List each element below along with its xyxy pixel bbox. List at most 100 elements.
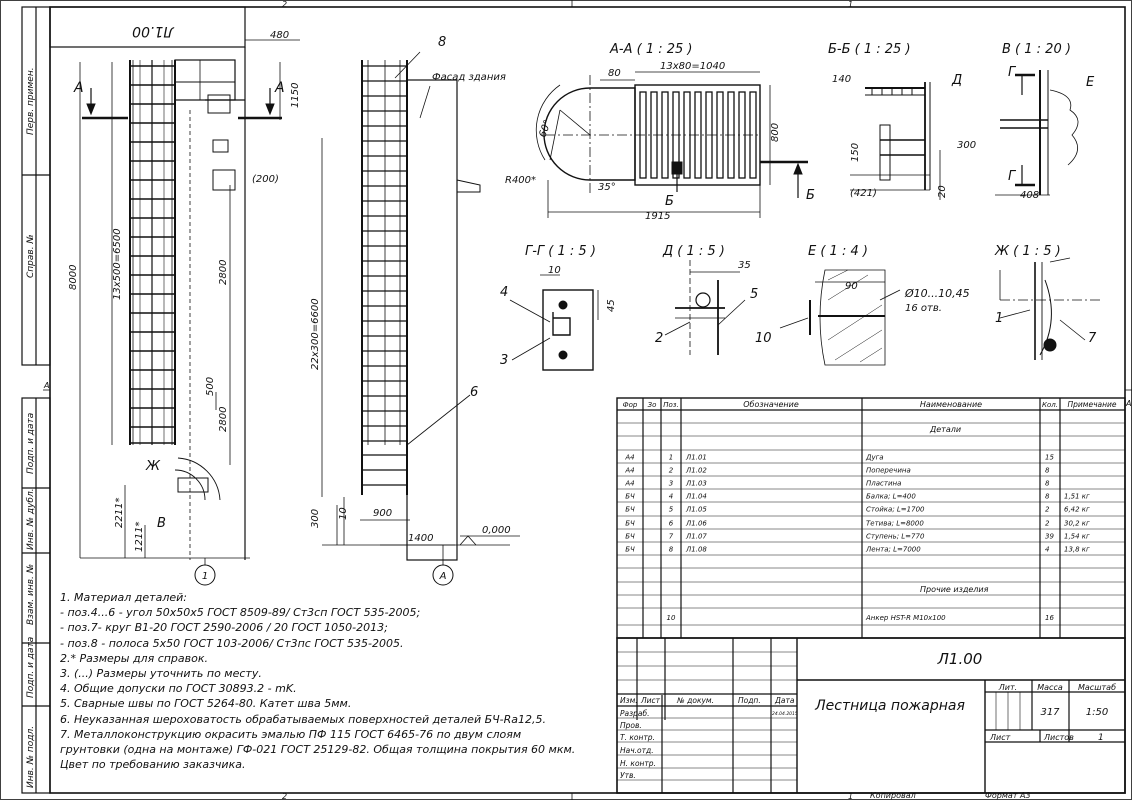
spec-header-designation: Обозначение <box>743 400 799 409</box>
title-col-list: Лист <box>640 696 661 705</box>
section-aa <box>535 71 808 218</box>
section-a-left-label: А <box>73 80 84 96</box>
dim-16-holes: 16 отв. <box>905 303 942 314</box>
dim-13x80: 13х80=1040 <box>660 61 725 72</box>
spec-cell-note: 13,8 кг <box>1064 546 1090 554</box>
technical-notes: 1. Материал деталей: - поз.4...6 - угол … <box>60 590 620 772</box>
zone-mark-bottom-right: 1 <box>848 792 853 800</box>
title-sheet-label: Лист <box>989 733 1011 742</box>
dim-2211: 2211* <box>114 498 125 528</box>
section-a-right-label: А <box>274 80 285 96</box>
pos-3-label: 3 <box>500 353 508 368</box>
spec-cell-format: А4 <box>624 454 634 462</box>
mirror-designation-box <box>49 6 246 48</box>
view-gg-title: Г-Г ( 1 : 5 ) <box>525 244 596 259</box>
spec-cell-pos: 6 <box>669 520 674 528</box>
dim-r400: R400* <box>505 175 536 186</box>
mirror-designation: Л1.00 <box>132 23 175 39</box>
note-line: 6. Неуказанная шероховатость обрабатывае… <box>60 712 547 726</box>
title-row-checked: Пров. <box>620 721 642 730</box>
dim-1150: 1150 <box>290 83 301 108</box>
section-b-label-2: Б <box>806 188 815 203</box>
format-label: Формат А3 <box>985 791 1031 800</box>
dim-80: 80 <box>608 68 621 79</box>
dim-1211: 1211* <box>134 522 145 552</box>
title-row-developed: Разраб. <box>620 709 649 718</box>
title-col-date: Дата <box>774 696 795 705</box>
spec-cell-qty: 15 <box>1045 454 1054 462</box>
pos-1-label: 1 <box>995 311 1003 326</box>
dim-421: (421) <box>850 188 877 199</box>
side-label-repl-inv: Взам. инв. № <box>26 564 36 625</box>
dim-2800-top: 2800 <box>218 260 229 285</box>
dim-20: 20 <box>937 185 948 198</box>
dim-phi: Ø10...10,45 <box>904 287 970 300</box>
title-sheets-label: Листов <box>1043 733 1074 742</box>
view-d-title: Д ( 1 : 5 ) <box>662 244 725 259</box>
spec-cell-designation: Л1.06 <box>685 520 707 528</box>
note-line: 4. Общие допуски по ГОСТ 30893.2 - mK. <box>60 682 297 696</box>
side-label-dup-inv: Инв. № дубл. <box>26 488 36 550</box>
side-label-ref-no: Справ. № <box>26 234 36 278</box>
spec-cell-name: Стойка; L=1700 <box>866 506 925 514</box>
facade-label: Фасад здания <box>432 72 506 83</box>
title-col-docnum: № докум. <box>676 696 714 705</box>
title-scale-label: Масштаб <box>1078 683 1116 692</box>
spec-cell-qty: 2 <box>1045 506 1050 514</box>
spec-header-qty: Кол. <box>1042 401 1058 409</box>
spec-cell-qty: 4 <box>1045 546 1049 554</box>
dim-300: 300 <box>310 509 321 528</box>
dim-408: 408 <box>1020 190 1039 201</box>
spec-header-note: Примечание <box>1068 400 1117 409</box>
spec-cell-designation: Л1.07 <box>685 533 707 541</box>
title-lit-label: Лит. <box>998 683 1017 692</box>
view-v <box>995 70 1079 196</box>
spec-cell-qty: 8 <box>1045 467 1050 475</box>
spec-cell-note: 30,2 кг <box>1064 520 1090 528</box>
spec-cell-designation: Л1.08 <box>685 546 707 554</box>
zone-mark-top-left: 2 <box>282 0 287 9</box>
spec-cell-note: 1,51 кг <box>1064 493 1090 501</box>
spec-cell-designation: Л1.01 <box>685 454 707 462</box>
dim-8000: 8000 <box>68 265 79 290</box>
spec-header-zone: Зо <box>648 401 657 409</box>
pos-5-label: 5 <box>750 287 758 302</box>
pos-10-label: 10 <box>755 331 772 346</box>
dim-10-gg: 10 <box>548 265 561 276</box>
title-date-value: 24.04.2015 <box>772 711 798 717</box>
spec-cell-pos: 3 <box>669 480 673 488</box>
section-g-label-bottom: Г <box>1008 169 1017 184</box>
pos-8-label: 8 <box>438 35 446 50</box>
dim-1400: 1400 <box>408 533 433 544</box>
spec-cell-pos: 4 <box>669 493 673 501</box>
section-bb <box>850 82 941 200</box>
level-0: 0,000 <box>482 525 511 536</box>
side-label-orig-inv: Инв. № подл. <box>26 726 36 788</box>
dim-35-d: 35 <box>738 260 751 271</box>
spec-header-name: Наименование <box>920 400 982 409</box>
dim-200: (200) <box>252 174 279 185</box>
pos-7-label: 7 <box>1088 331 1097 346</box>
detail-d-label: Д <box>951 73 962 88</box>
note-line: 1. Материал деталей: <box>60 591 187 604</box>
spec-cell-designation: Л1.04 <box>685 493 707 501</box>
side-strip <box>21 6 51 794</box>
pos-2-label: 2 <box>655 331 663 346</box>
spec-cell-pos: 8 <box>669 546 674 554</box>
dim-60deg: 60° <box>537 119 553 139</box>
title-row-approved: Утв. <box>620 771 636 780</box>
spec-cell-qty: 39 <box>1045 533 1054 541</box>
pos-6-label: 6 <box>470 385 478 400</box>
spec-other-name: Анкер HST-R M10x100 <box>865 614 946 622</box>
dim-35deg: 35° <box>598 182 616 193</box>
spec-cell-pos: 2 <box>669 467 674 475</box>
dim-500: 500 <box>205 377 216 396</box>
spec-section-parts: Детали <box>929 425 961 434</box>
dim-300-bb: 300 <box>957 140 976 151</box>
